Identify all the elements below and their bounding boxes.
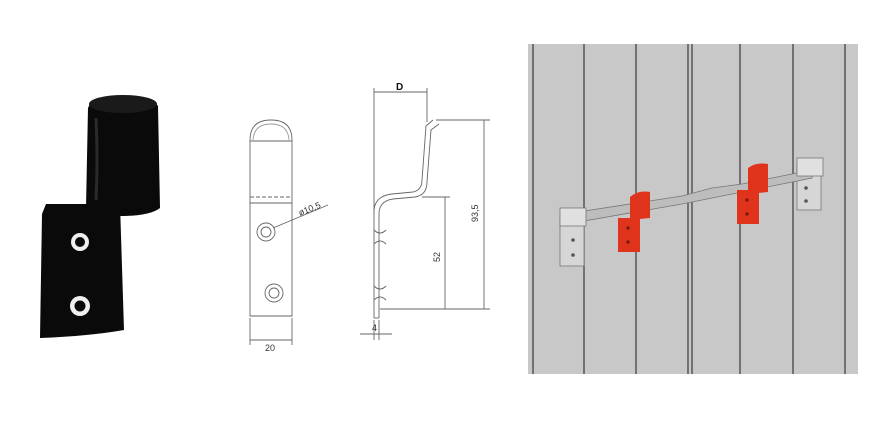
red-hook-left	[618, 191, 650, 252]
front-outline	[249, 119, 293, 317]
installation-illustration	[528, 44, 858, 374]
red-hook-right	[737, 163, 768, 224]
front-hole-upper	[256, 222, 276, 242]
front-view-drawing	[249, 119, 329, 345]
bar-cap-right	[796, 157, 824, 177]
width-label: 20	[265, 343, 275, 353]
diameter-label: ø10,5	[297, 200, 322, 218]
bracket-hook-top	[86, 95, 160, 216]
depth-label: D	[396, 82, 403, 93]
side-profile-inner	[378, 123, 440, 318]
door-planks	[532, 44, 846, 374]
diameter-leader	[272, 204, 329, 229]
side-view-drawing	[360, 88, 490, 340]
side-profile-outer	[373, 119, 434, 318]
bracket-photo	[40, 95, 160, 338]
front-hole-lower	[264, 283, 284, 303]
height-lower-label: 52	[432, 252, 442, 262]
bar-cap-left	[559, 207, 587, 227]
height-total-label: 93,5	[470, 204, 480, 222]
thickness-label: 4	[372, 323, 377, 333]
bracket-hook-highlight	[94, 117, 99, 201]
bracket-plate	[40, 204, 124, 338]
bracket-hook-rim	[89, 95, 157, 113]
